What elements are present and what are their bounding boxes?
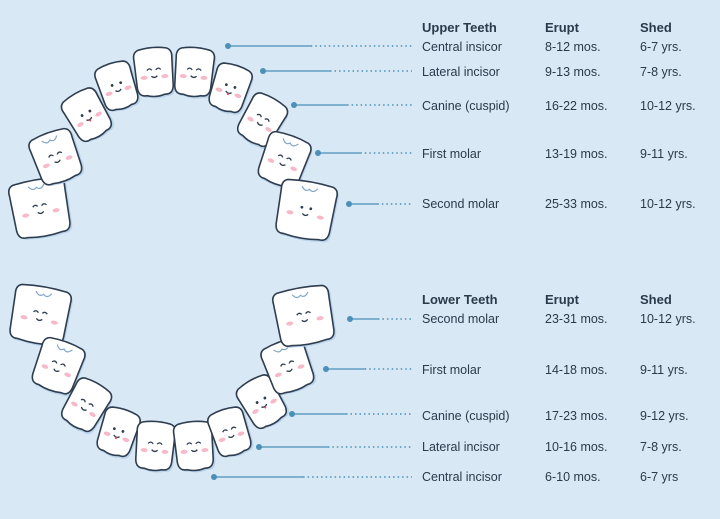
lower-row-erupt: 17-23 mos.	[545, 409, 608, 423]
lower-second-molar-left-tooth	[9, 283, 73, 348]
lower-row-shed: 10-12 yrs.	[640, 312, 696, 326]
lower-row-shed: 7-8 yrs.	[640, 440, 682, 454]
upper-row-shed: 7-8 yrs.	[640, 65, 682, 79]
lower-row-shed: 6-7 yrs	[640, 470, 679, 484]
lower-row-erupt: 23-31 mos.	[545, 312, 608, 326]
lower-lateral-leader	[256, 444, 412, 450]
upper-lateral-leader	[260, 68, 412, 74]
lower-canine-leader	[289, 411, 412, 417]
upper-row-shed: 10-12 yrs.	[640, 197, 696, 211]
lower-row-shed: 9-12 yrs.	[640, 409, 689, 423]
upper-row-shed: 6-7 yrs.	[640, 40, 682, 54]
upper-row-shed: 10-12 yrs.	[640, 99, 696, 113]
upper-central-incisor-left-tooth	[132, 46, 176, 99]
upper-first-molar-leader	[315, 150, 412, 156]
lower-row-name: First molar	[422, 363, 482, 377]
upper-row-erupt: 9-13 mos.	[545, 65, 601, 79]
lower-row-shed: 9-11 yrs.	[640, 363, 688, 377]
upper-row-shed: 9-11 yrs.	[640, 147, 688, 161]
upper-row-erupt: 16-22 mos.	[545, 99, 608, 113]
lower-central-leader	[211, 474, 412, 480]
lower-second-molar-right-tooth	[271, 284, 337, 348]
upper-row-name: Canine (cuspid)	[422, 99, 510, 113]
lower-row-name: Canine (cuspid)	[422, 409, 510, 423]
lower-lateral-incisor-right-tooth	[207, 406, 254, 458]
upper-shed-header: Shed	[640, 20, 672, 35]
upper-row-erupt: 8-12 mos.	[545, 40, 601, 54]
lower-first-molar-right-tooth	[260, 336, 317, 395]
upper-row-name: Central insicor	[422, 40, 502, 54]
upper-lateral-incisor-right-tooth	[208, 62, 254, 115]
lower-row-name: Lateral incisor	[422, 440, 500, 454]
lower-first-molar-left-tooth	[31, 336, 87, 397]
lower-first-molar-leader	[323, 366, 412, 372]
upper-second-molar-leader	[346, 201, 412, 207]
lower-erupt-header: Erupt	[545, 292, 579, 307]
lower-second-molar-leader	[347, 316, 412, 322]
lower-row-erupt: 10-16 mos.	[545, 440, 608, 454]
upper-first-molar-left-tooth	[28, 127, 85, 186]
lower-canine-left-tooth	[60, 377, 113, 435]
lower-row-erupt: 14-18 mos.	[545, 363, 608, 377]
upper-row-erupt: 13-19 mos.	[545, 147, 608, 161]
lower-row-name: Second molar	[422, 312, 500, 326]
upper-second-molar-right-tooth	[275, 178, 339, 243]
upper-row-name: First molar	[422, 147, 482, 161]
lower-row-erupt: 6-10 mos.	[545, 470, 601, 484]
upper-erupt-header: Erupt	[545, 20, 579, 35]
upper-row-name: Second molar	[422, 197, 500, 211]
upper-row-erupt: 25-33 mos.	[545, 197, 608, 211]
upper-central-incisor-right-tooth	[173, 46, 217, 99]
lower-shed-header: Shed	[640, 292, 672, 307]
upper-row-name: Lateral incisor	[422, 65, 500, 79]
upper-central-leader	[225, 43, 412, 49]
upper-canine-leader	[291, 102, 412, 108]
upper-canine-left-tooth	[60, 87, 114, 143]
lower-central-incisor-right-tooth	[172, 420, 216, 473]
lower-lateral-incisor-left-tooth	[96, 406, 142, 459]
upper-title: Upper Teeth	[422, 20, 497, 35]
lower-central-incisor-left-tooth	[134, 420, 178, 473]
upper-first-molar-right-tooth	[257, 130, 313, 191]
upper-lateral-incisor-left-tooth	[94, 60, 141, 112]
lower-title: Lower Teeth	[422, 292, 498, 307]
lower-row-name: Central incisor	[422, 470, 502, 484]
upper-second-molar-left-tooth	[7, 176, 73, 240]
